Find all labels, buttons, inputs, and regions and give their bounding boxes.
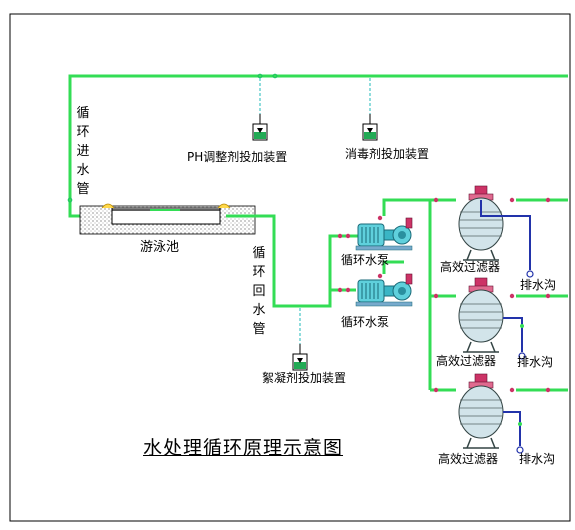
swimming-pool	[79, 203, 256, 235]
disinfect-dosing-label: 消毒剂投加装置	[345, 147, 430, 161]
disinfect-dosing-branch	[362, 78, 378, 141]
return-pipe-label: 循环回水管	[252, 246, 266, 337]
ph-dosing-label: PH调整剂投加装置	[187, 150, 288, 164]
diagram-title: 水处理循环原理示意图	[143, 437, 344, 459]
pump-2-label: 循环水泵	[341, 315, 390, 329]
filter-3-label: 高效过滤器	[438, 452, 499, 466]
coagulant-dosing-branch	[292, 308, 308, 371]
filter-3-icon	[458, 373, 504, 449]
coagulant-dosing-label: 絮凝剂投加装置	[262, 371, 347, 385]
drain-2-label: 排水沟	[517, 355, 554, 369]
drain-outlets	[516, 270, 534, 454]
pump-discharge-header	[382, 198, 568, 392]
inlet-pipe-markers	[67, 73, 278, 203]
filter-1-icon	[458, 185, 504, 261]
drain-1-label: 排水沟	[520, 278, 557, 292]
drain-3-label: 排水沟	[519, 452, 556, 466]
inlet-pipe-label: 循环进水管	[76, 106, 90, 197]
filter-2-icon	[458, 277, 504, 353]
pump-1-label: 循环水泵	[341, 253, 390, 267]
drawing-frame	[9, 13, 571, 522]
ph-dosing-branch	[252, 78, 268, 141]
pool-label: 游泳池	[140, 240, 180, 255]
pump-2-icon	[355, 273, 413, 307]
filter-1-label: 高效过滤器	[440, 260, 501, 274]
filter-2-label: 高效过滤器	[436, 354, 497, 368]
pump-1-icon	[355, 217, 413, 251]
drain-lines	[480, 200, 531, 446]
